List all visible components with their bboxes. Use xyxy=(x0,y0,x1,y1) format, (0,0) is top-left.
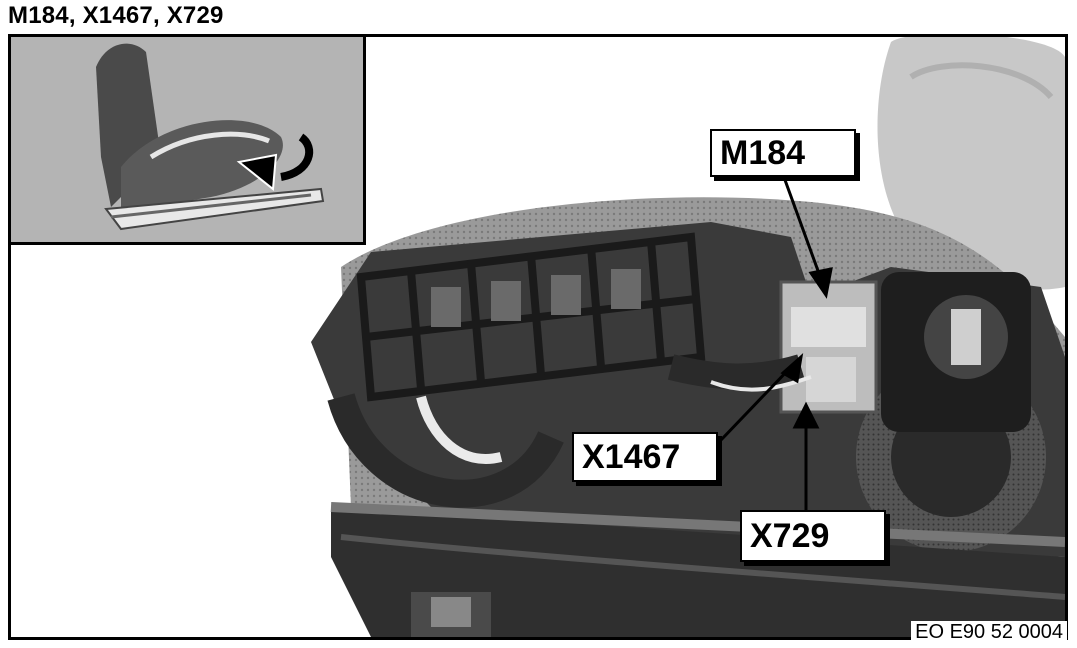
callout-m184: M184 xyxy=(710,129,856,177)
callout-x729: X729 xyxy=(740,510,886,562)
seat-overview-icon xyxy=(96,43,325,231)
callout-x1467: X1467 xyxy=(572,432,718,482)
seat-mechanism-photo xyxy=(311,37,1065,637)
figure-reference: EO E90 52 0004 xyxy=(911,621,1067,644)
figure-frame xyxy=(8,34,1068,640)
page-title: M184, X1467, X729 xyxy=(8,2,224,29)
inset-thumbnail xyxy=(11,37,366,245)
